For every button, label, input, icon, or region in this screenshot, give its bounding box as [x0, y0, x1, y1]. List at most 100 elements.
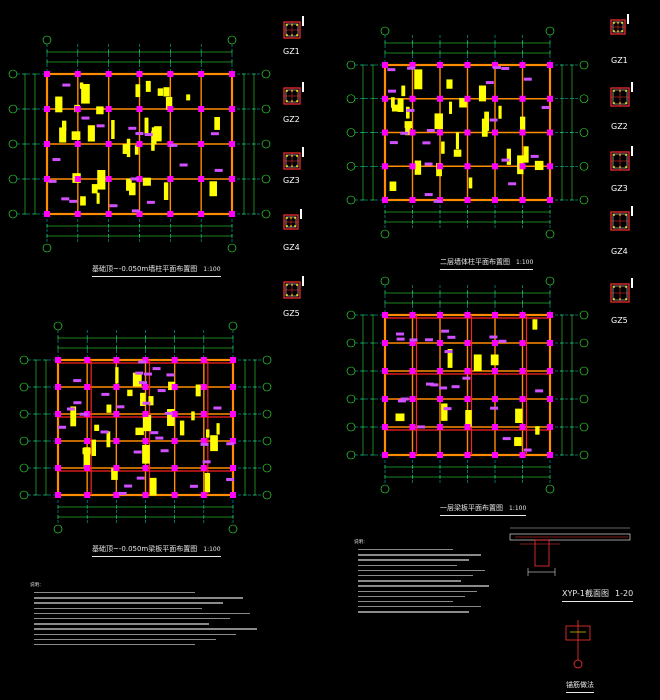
rebar-dot: [286, 165, 288, 167]
column-tag: [389, 141, 398, 145]
gz-detail-left: [283, 147, 304, 170]
rebar-annotation: [149, 477, 157, 496]
column-mark: [519, 396, 526, 402]
column-mark: [136, 71, 143, 77]
leader-text: [302, 82, 304, 92]
rebar-annotation: [96, 192, 100, 204]
axis-bubble: [579, 450, 589, 460]
rebar-dot: [613, 226, 615, 228]
rebar-annotation: [165, 96, 173, 110]
axis-bubble: [262, 436, 272, 446]
rebar-annotation: [79, 82, 84, 89]
rebar-annotation: [481, 118, 488, 137]
rebar-annotation: [61, 120, 67, 131]
note-line: [358, 569, 485, 572]
column-tag: [202, 460, 211, 464]
column-mark: [492, 396, 498, 402]
column-mark: [229, 106, 235, 112]
column-mark: [382, 368, 388, 374]
axis-bubble: [19, 436, 29, 446]
rebar-annotation: [186, 94, 191, 101]
note-line: [34, 643, 195, 646]
beam-section: [534, 539, 550, 567]
column-tag: [101, 392, 110, 396]
leader-text: [302, 16, 304, 26]
note-line: [358, 600, 453, 603]
rebar-annotation: [80, 196, 86, 206]
axis-bubble: [227, 35, 237, 45]
axis-bubble: [8, 174, 18, 184]
rebar-annotation: [205, 429, 210, 438]
column-mark: [409, 163, 416, 170]
column-mark: [464, 396, 471, 402]
column-tag: [79, 412, 88, 416]
section-scale: 1-20: [615, 589, 634, 598]
rebar-dot: [286, 34, 288, 36]
column-tag: [523, 77, 532, 81]
column-mark: [437, 340, 443, 346]
column-mark: [198, 71, 205, 77]
column-mark: [230, 465, 236, 471]
column-tag: [144, 133, 153, 137]
rebar-dot: [625, 226, 627, 228]
axis-bubble: [545, 229, 555, 239]
column-mark: [200, 411, 207, 417]
column-mark: [167, 106, 174, 112]
column-mark: [382, 95, 388, 102]
plan1-title-text: 基础顶~-0.050m墙柱平面布置图: [92, 265, 198, 273]
rebar-annotation: [135, 427, 144, 436]
column-tag: [417, 425, 426, 429]
column-tag: [447, 335, 456, 339]
rebar-dot: [613, 166, 615, 168]
rebar-annotation: [434, 113, 443, 130]
column-mark: [142, 438, 149, 444]
rebar-dot: [625, 166, 627, 168]
column-tag: [155, 436, 164, 440]
column-mark: [519, 368, 526, 374]
rebar-annotation: [515, 408, 523, 423]
rebar-annotation: [179, 420, 185, 436]
rebar-annotation: [414, 69, 423, 90]
rebar-dot: [613, 298, 615, 300]
gz3-label-right: GZ3: [611, 184, 628, 193]
column-mark: [547, 312, 553, 318]
anchor-detail: [565, 620, 591, 669]
column-tag: [535, 389, 544, 393]
column-tag: [407, 66, 416, 70]
column-mark: [464, 312, 471, 318]
column-tag: [69, 199, 78, 203]
rebar-annotation: [91, 439, 97, 456]
axis-bubble: [53, 321, 63, 331]
rebar-annotation: [210, 435, 218, 452]
column-mark: [519, 163, 526, 170]
column-mark: [84, 357, 91, 363]
column-tag: [439, 386, 448, 390]
column-mark: [464, 197, 471, 203]
plan2-scale: 1:100: [203, 546, 221, 553]
note-line: [358, 559, 469, 561]
column-tag: [396, 337, 405, 341]
slab-outline: [509, 533, 631, 541]
column-mark: [547, 368, 553, 374]
column-tag: [146, 200, 155, 204]
column-mark: [492, 129, 498, 136]
rebar-dot: [296, 24, 298, 26]
rebar-annotation: [191, 411, 195, 421]
column-mark: [547, 163, 553, 170]
leader-text: [631, 146, 633, 156]
axis-bubble: [42, 35, 52, 45]
column-tag: [424, 162, 433, 166]
axis-bubble: [346, 161, 356, 171]
column-mark: [409, 312, 416, 318]
column-tag: [485, 81, 494, 85]
rebar-annotation: [468, 177, 473, 189]
rebar-annotation: [404, 121, 413, 129]
column-mark: [105, 141, 112, 147]
rebar-annotation: [145, 80, 151, 92]
rebar-annotation: [106, 404, 112, 413]
rebar-dot: [625, 102, 627, 104]
column-mark: [464, 424, 471, 430]
axis-bubble: [261, 139, 271, 149]
column-mark: [171, 465, 178, 471]
